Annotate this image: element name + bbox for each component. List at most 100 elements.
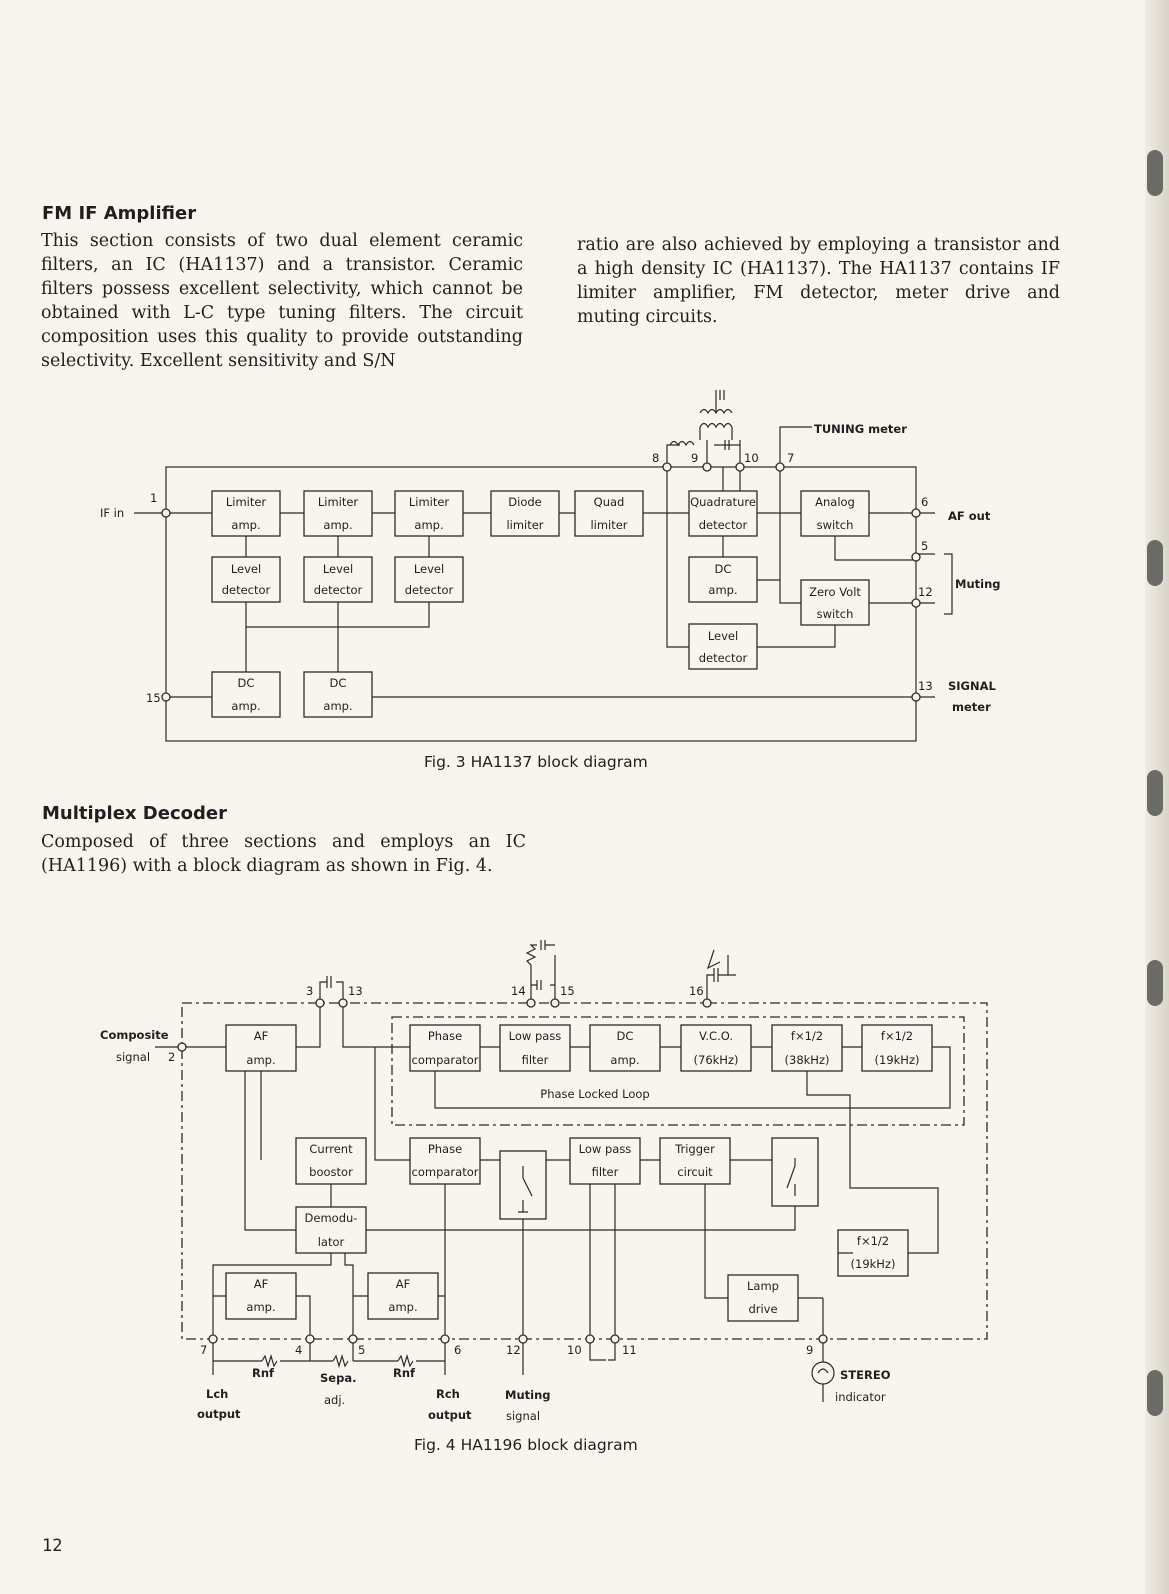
page-edge [1145,0,1169,1594]
block-label: f×1/2 [881,1029,913,1043]
pin-number: 1 [150,491,157,505]
block-label: amp. [708,583,737,597]
limiter-amp-3 [394,490,464,537]
pin-number: 9 [691,451,698,465]
binder-hole [1147,1370,1163,1416]
fig3-diagram: Limiter amp. Limiter amp. Limiter amp. D… [100,390,1001,742]
pin-node [208,1334,218,1344]
pin-node [550,998,560,1008]
fig4-diagram: AF amp. Phase comparator Low pass filter… [100,940,988,1423]
adj-label: adj. [324,1393,345,1407]
pin-number: 5 [921,539,928,553]
pin-number: 8 [652,451,659,465]
pin-node [702,462,712,472]
block-label: amp. [388,1300,417,1314]
switch-icon [518,1166,533,1213]
block-label: Limiter [226,495,267,509]
pin-node [818,1334,828,1344]
external-line [212,1339,824,1375]
binder-hole [1147,770,1163,816]
pll-outline [391,1016,965,1126]
limiter-amp-2 [303,490,373,537]
low-pass-filter-1 [499,1024,571,1072]
pin-number: 6 [454,1343,461,1357]
divider-19khz [861,1024,933,1072]
signal-line [374,1047,772,1161]
dc-amp-2 [303,671,373,718]
block-label: detector [405,583,454,597]
dc-amp-right [688,556,758,603]
block-label: detector [699,518,748,532]
signal-line [444,1184,824,1339]
pin-number: 12 [918,585,933,599]
block-label: DC [238,676,255,690]
block-label: Level [414,562,444,576]
pin-number: 3 [306,984,313,998]
block-label: f×1/2 [791,1029,823,1043]
fm-heading: FM IF Amplifier [42,203,197,224]
block-label: drive [748,1302,777,1316]
pin-number: 7 [200,1343,207,1357]
pin-node [911,598,921,608]
stereo-label: STEREO [840,1368,891,1382]
lch-label: Lch [206,1387,228,1401]
rnf-label: Rnf [393,1366,416,1380]
pin-number: 5 [358,1343,365,1357]
block-label: switch [817,607,854,621]
pin-node [161,508,171,518]
tank-circuit [666,440,741,463]
block-label: DC [330,676,347,690]
pin-node [662,462,672,472]
switch-icon [786,1158,796,1196]
signal-line [245,602,430,672]
pin-node [315,998,325,1008]
pin-number: 2 [168,1050,175,1064]
coil-icon [669,440,695,447]
block-label: limiter [590,518,627,532]
composite-label: Composite [100,1028,169,1042]
pin-node [305,1334,315,1344]
pin-number: 10 [567,1343,582,1357]
block-label: Phase [428,1142,462,1156]
block-label: Low pass [579,1142,632,1156]
muting-switch [499,1150,547,1220]
block-label: AF [254,1029,268,1043]
tuning-meter-label: TUNING meter [814,422,907,436]
af-out-label: AF out [948,509,991,523]
stereo-lamp-icon [811,1361,835,1385]
level-detector-1 [211,556,281,603]
fm-paragraph-col2: ratio are also achieved by employing a t… [577,235,1060,327]
signal-label: SIGNAL [948,679,997,693]
pll-label: Phase Locked Loop [540,1087,649,1101]
block-label: boostor [309,1165,353,1179]
block-label: comparator [412,1165,479,1179]
block-label: filter [522,1053,549,1067]
pin-number: 9 [806,1343,813,1357]
resistor-icon [261,1353,414,1369]
block-label: f×1/2 [857,1234,889,1248]
block-label: amp. [246,1300,275,1314]
block-label: amp. [231,518,260,532]
transformer-icon [699,390,733,415]
low-pass-filter-2 [569,1137,641,1185]
meter-label: meter [952,700,991,714]
pin-node [911,692,921,702]
binder-hole [1147,540,1163,586]
lamp-filament-icon [817,1368,829,1402]
pin-node [338,998,348,1008]
pin-node [911,552,921,562]
signal-line [212,1253,445,1339]
level-detector-2 [303,556,373,603]
pin-node [735,462,745,472]
binder-hole [1147,150,1163,196]
pin-number: 4 [295,1343,302,1357]
current-boostor [295,1137,367,1185]
indicator-label: indicator [835,1390,886,1404]
block-label: detector [699,651,748,665]
vco-trim-icon [706,949,736,1003]
block-label: limiter [506,518,543,532]
block-label: Lamp [747,1279,779,1293]
pin-number: 16 [689,984,704,998]
block-label: Analog [815,495,855,509]
